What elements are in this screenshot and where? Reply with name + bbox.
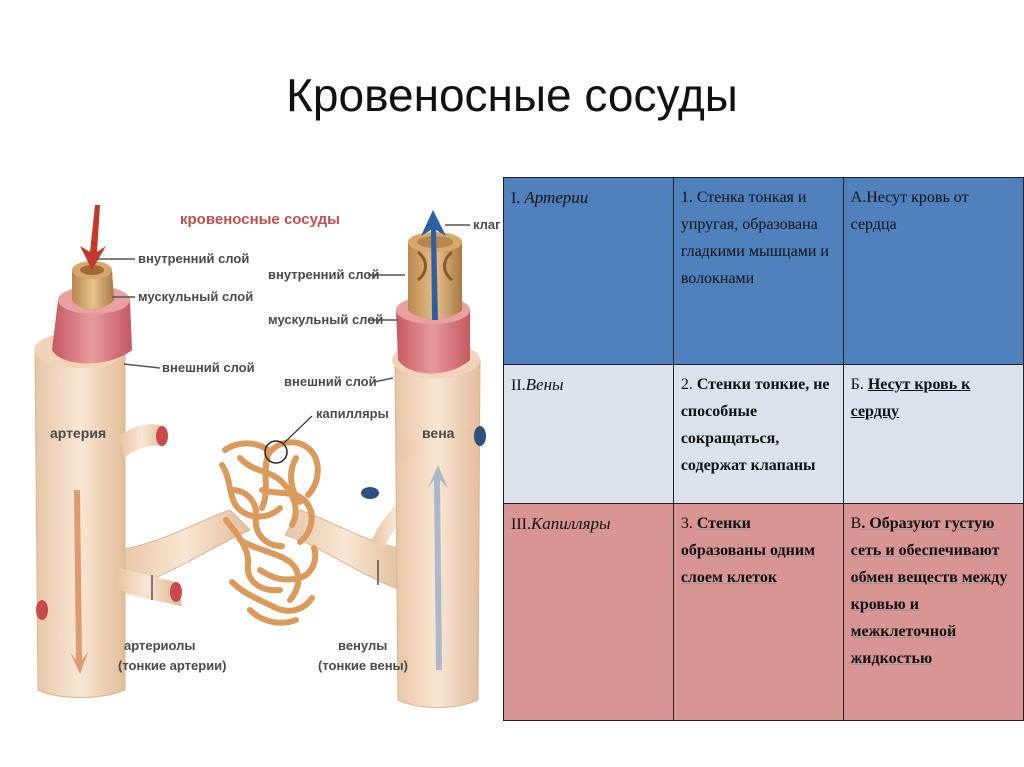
function-letter: В bbox=[850, 515, 862, 532]
label-outer-layer-right: внешний слой bbox=[284, 374, 377, 389]
label-venules: венулы bbox=[338, 638, 387, 653]
label-muscle-layer-right: мускульный слой bbox=[268, 312, 383, 327]
function-text: Несут кровь от сердца bbox=[850, 189, 969, 233]
wall-text: Стенки образованы одним слоем клеток bbox=[680, 515, 815, 586]
vessel-name: Капилляры bbox=[530, 514, 611, 533]
table-row-arteries: I. Артерии 1. Стенка тонкая и упругая, о… bbox=[503, 177, 1024, 365]
table-row-veins: II.Вены 2. Стенки тонкие, не способные с… bbox=[503, 364, 1024, 504]
venule-branch bbox=[284, 509, 406, 591]
vein-flow-arrow-top bbox=[421, 210, 446, 320]
cell-function: А.Несут кровь от сердца bbox=[842, 177, 1024, 365]
vein-valve-icon bbox=[416, 250, 454, 282]
cell-wall-structure: 3. Стенки образованы одним слоем клеток bbox=[672, 503, 844, 721]
artery-lower-branch-end bbox=[170, 582, 182, 602]
artery-upper-branch bbox=[120, 424, 164, 458]
label-vein: вена bbox=[422, 425, 455, 441]
wall-number: 3. bbox=[680, 515, 693, 532]
label-muscle-layer-left: мускульный слой bbox=[138, 289, 253, 304]
cell-vessel-name: II.Вены bbox=[503, 364, 674, 504]
function-letter: А. bbox=[850, 189, 867, 206]
vessels-table: I. Артерии 1. Стенка тонкая и упругая, о… bbox=[503, 177, 1024, 721]
label-arterioles: артериолы bbox=[124, 638, 196, 653]
wall-number: 1. bbox=[680, 189, 693, 206]
row-number: I. bbox=[511, 190, 521, 207]
blood-vessels-diagram: кровеносные сосуды bbox=[34, 205, 500, 708]
artery-muscle-layer bbox=[52, 300, 132, 364]
diagram-heading: кровеносные сосуды bbox=[180, 211, 340, 228]
row-number: II. bbox=[511, 377, 526, 394]
vessel-name: Вены bbox=[525, 375, 564, 394]
wall-number: 2. bbox=[680, 376, 693, 393]
artery-upper-branch-end bbox=[156, 426, 168, 446]
cell-vessel-name: I. Артерии bbox=[503, 177, 674, 365]
label-artery: артерия bbox=[50, 425, 106, 441]
vein-flow-arrow-body bbox=[428, 465, 448, 670]
label-capillaries: капилляры bbox=[316, 406, 389, 421]
function-text: Несут кровь к сердцу bbox=[850, 376, 971, 420]
capillary-highlight-circle bbox=[264, 440, 288, 464]
capillary-pointer-line bbox=[283, 415, 313, 444]
vein-upper-branch bbox=[398, 426, 478, 458]
table-row-capillaries: III.Капилляры 3. Стенки образованы одним… bbox=[503, 503, 1024, 721]
arteriole-branch bbox=[119, 509, 251, 591]
artery-flow-arrow-body bbox=[70, 490, 88, 674]
slide-title: Кровеносные сосуды bbox=[286, 69, 738, 121]
function-letter: Б. bbox=[850, 376, 864, 393]
cell-function: В. Образуют густую сеть и обеспечивают о… bbox=[842, 503, 1024, 721]
vein-muscle-layer bbox=[396, 310, 470, 374]
artery-left-opening bbox=[36, 600, 48, 620]
cell-vessel-name: III.Капилляры bbox=[503, 503, 674, 721]
label-venules-sub: (тонкие вены) bbox=[318, 658, 408, 673]
label-outer-layer-left: внешний слой bbox=[162, 360, 255, 375]
row-number: III. bbox=[511, 516, 531, 533]
cell-wall-structure: 2. Стенки тонкие, не способные сокращать… bbox=[672, 364, 844, 504]
artery-flow-arrow-top bbox=[80, 205, 106, 270]
label-valve: клапан bbox=[473, 217, 500, 232]
label-inner-layer-right: внутренний слой bbox=[268, 267, 379, 282]
artery-lower-branch bbox=[118, 568, 175, 602]
vessel-name: Артерии bbox=[524, 188, 589, 207]
label-leader-lines bbox=[96, 224, 470, 600]
artery-inner-layer bbox=[72, 270, 114, 309]
cell-wall-structure: 1. Стенка тонкая и упругая, образована г… bbox=[672, 177, 844, 365]
label-inner-layer-left: внутренний слой bbox=[138, 251, 249, 266]
vein-upper-branch-end bbox=[474, 426, 486, 446]
function-text: . Образуют густую сеть и обеспечивают об… bbox=[850, 515, 1008, 667]
wall-text: Стенка тонкая и упругая, образована глад… bbox=[680, 189, 829, 287]
cell-function: Б. Несут кровь к сердцу bbox=[842, 364, 1024, 504]
label-arterioles-sub: (тонкие артерии) bbox=[118, 658, 227, 673]
wall-text: Стенки тонкие, не способные сокращаться,… bbox=[680, 376, 830, 474]
capillary-network bbox=[219, 439, 321, 626]
vein-branch-end-small bbox=[361, 487, 379, 499]
